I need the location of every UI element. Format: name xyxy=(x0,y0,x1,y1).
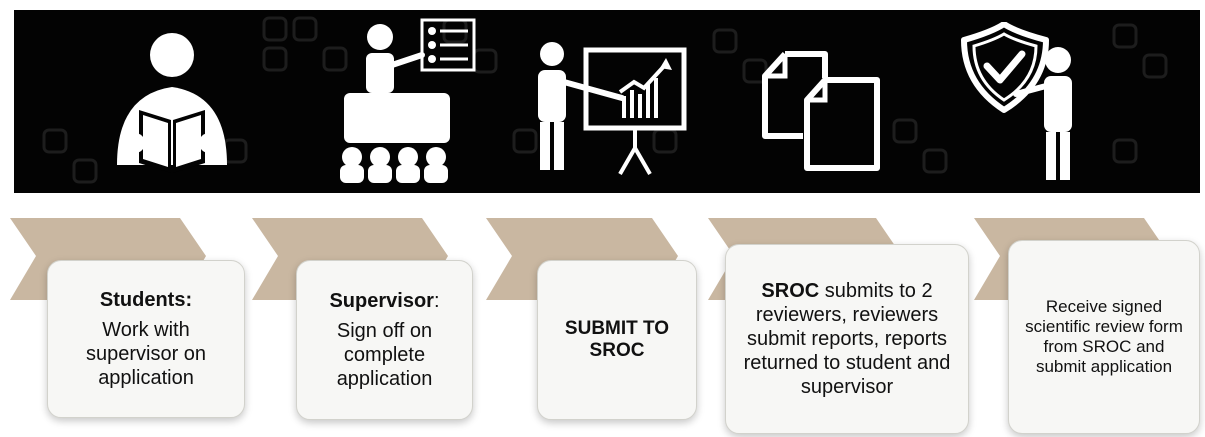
step-text: Receive signed scientific review form fr… xyxy=(1025,297,1183,376)
step-text: Work with supervisor on application xyxy=(85,319,207,389)
step-card-students: Students: Work with supervisor on applic… xyxy=(47,260,245,418)
documents-icon xyxy=(762,51,880,171)
step-heading-line: Supervisor: xyxy=(329,289,439,313)
presentation-chart-icon xyxy=(538,42,687,175)
step-heading-suffix: : xyxy=(433,290,440,312)
step-heading: SROC xyxy=(761,280,820,302)
step-heading: Students: xyxy=(99,289,193,311)
step-heading: SUBMIT TO SROC xyxy=(564,318,670,361)
step-card-supervisor: Supervisor: Sign off on complete applica… xyxy=(296,260,473,420)
step-card-receive: Receive signed scientific review form fr… xyxy=(1008,240,1200,434)
step-text: submits to 2 reviewers, reviewers submit… xyxy=(743,280,951,398)
step-card-submit: SUBMIT TO SROC xyxy=(537,260,697,420)
step-heading: Supervisor xyxy=(329,290,434,312)
reading-person-icon xyxy=(117,33,227,173)
step-text: Sign off on complete application xyxy=(336,320,433,390)
icon-banner xyxy=(14,10,1200,193)
presenter-audience-icon xyxy=(340,18,476,183)
step-card-sroc: SROC submits to 2 reviewers, reviewers s… xyxy=(725,244,969,434)
shield-check-person-icon xyxy=(961,22,1072,180)
step-paragraph: SROC submits to 2 reviewers, reviewers s… xyxy=(734,279,960,399)
